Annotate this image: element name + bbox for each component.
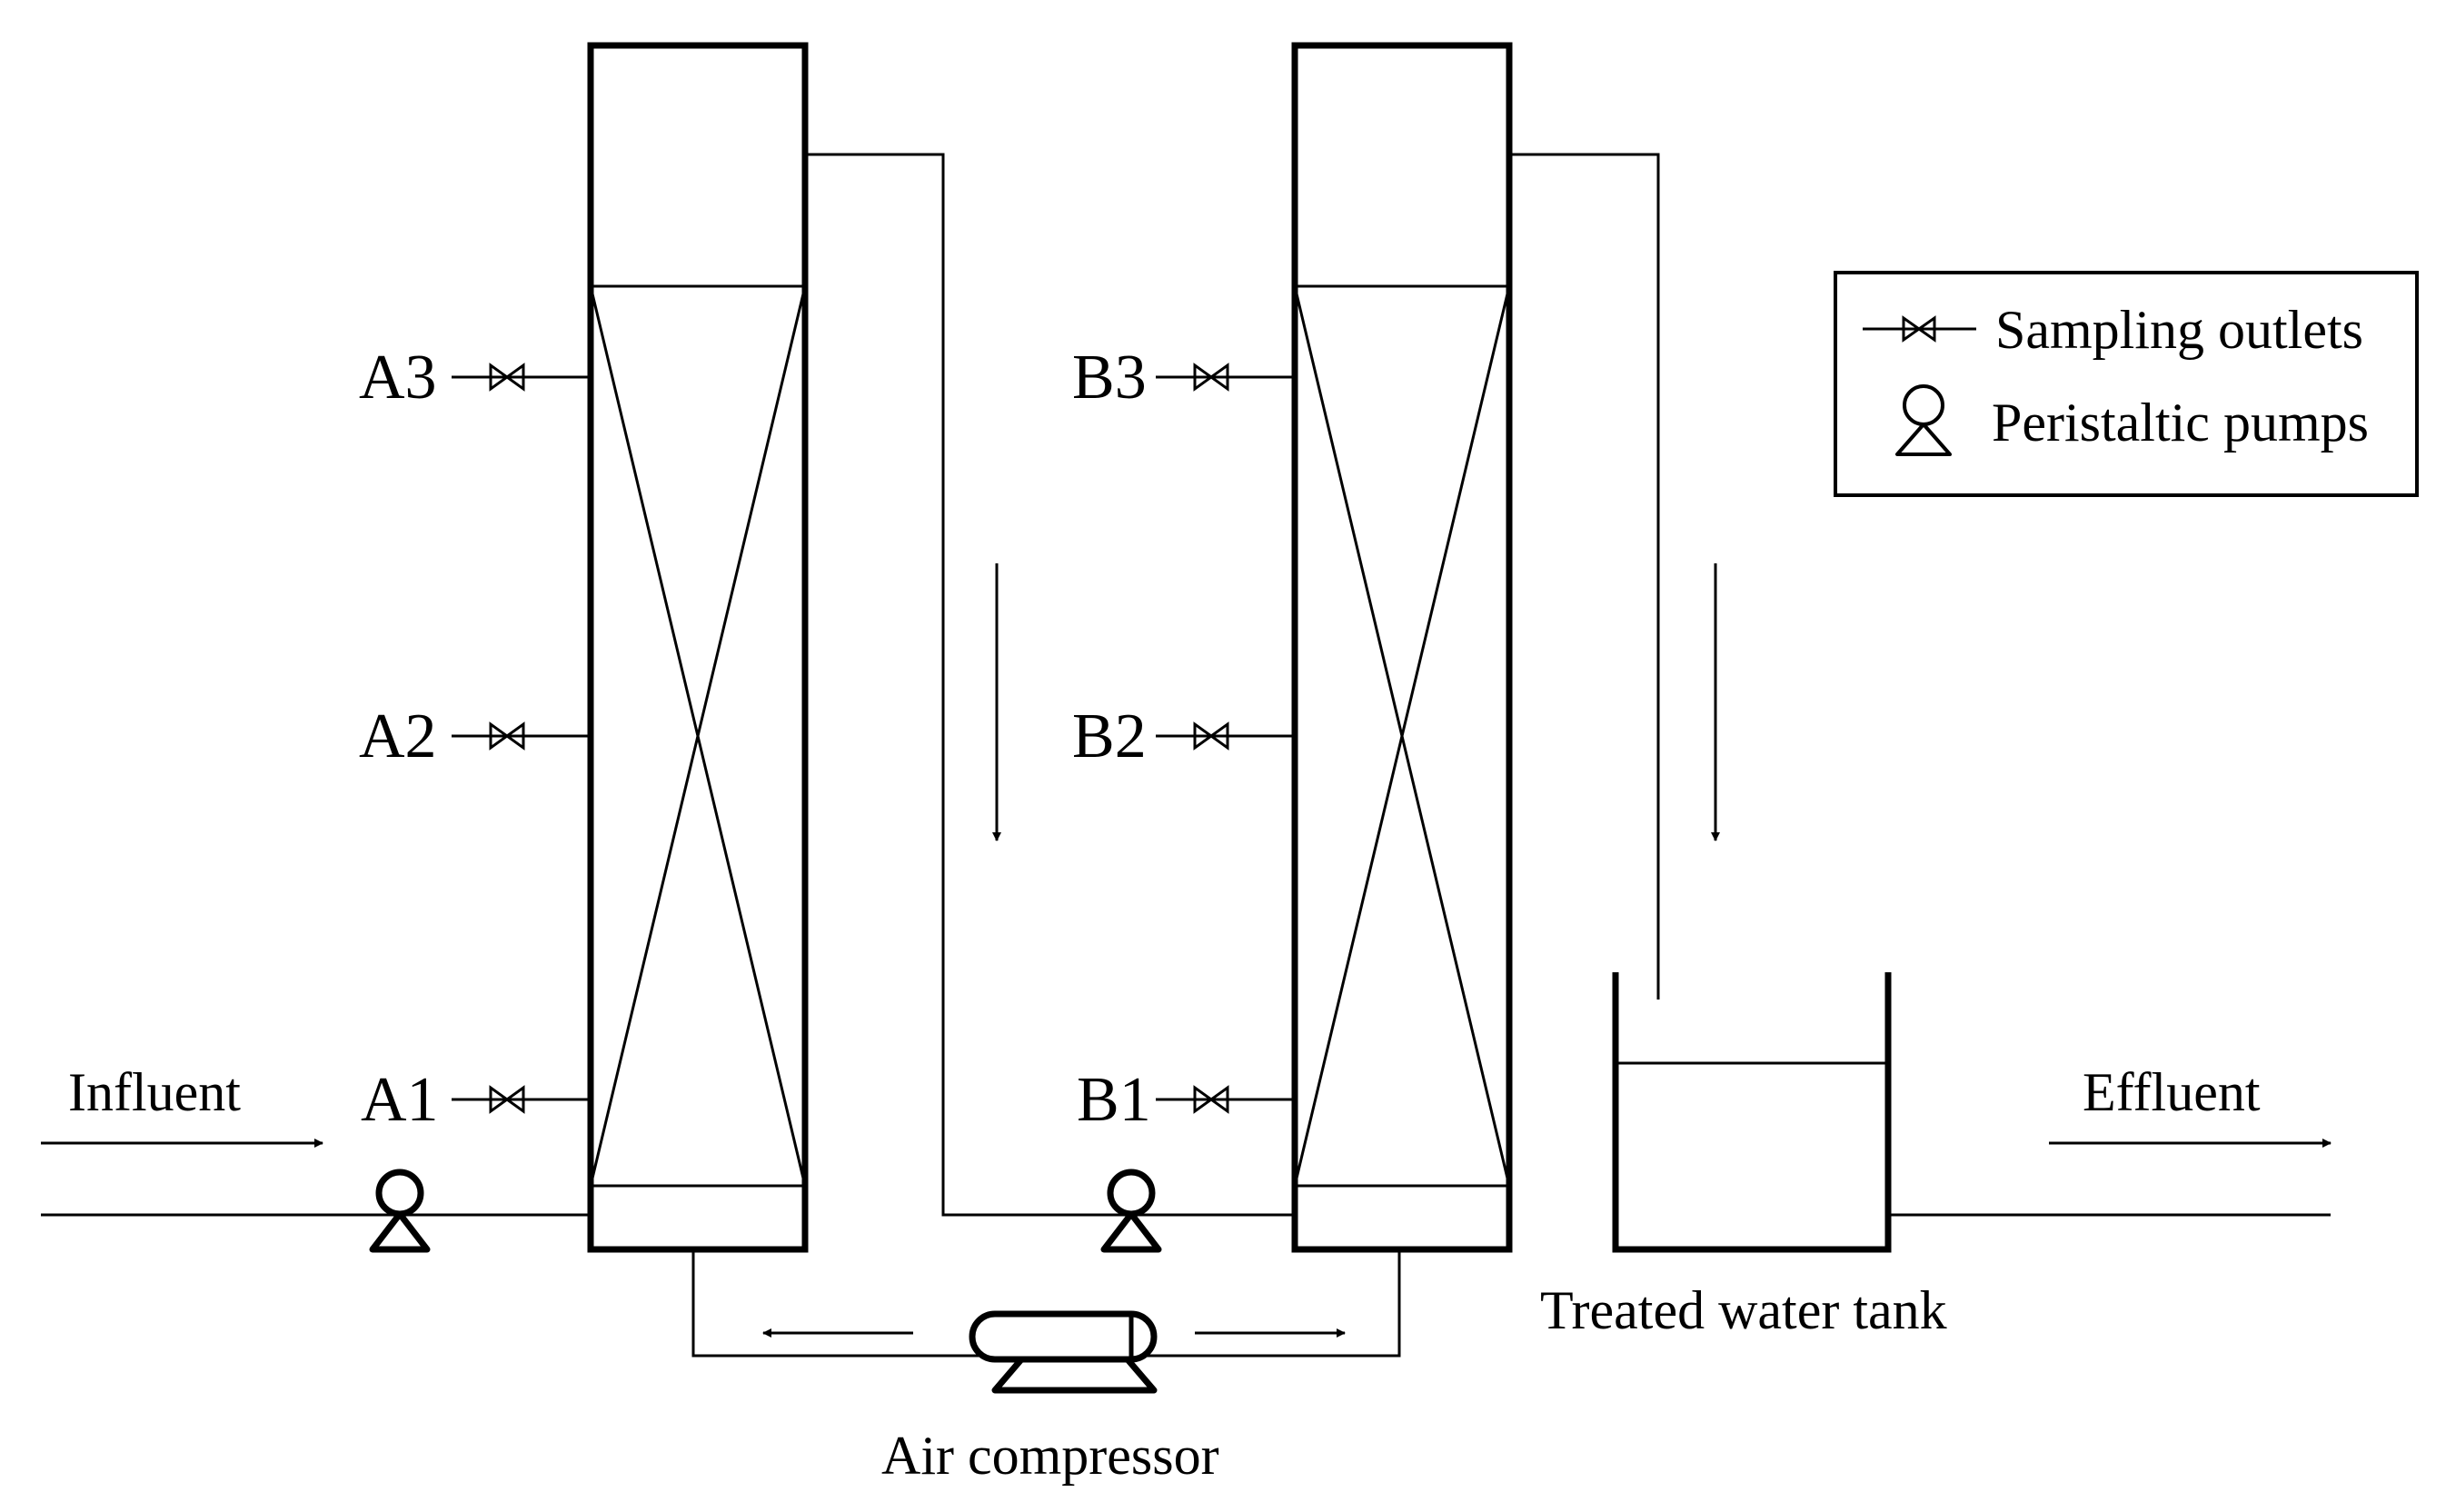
legend-valve-icon: [1863, 315, 1976, 343]
valve-icon: [1193, 363, 1229, 392]
sampling-outlet-b2: [1156, 721, 1295, 751]
label-b1: B1: [1077, 1065, 1151, 1135]
pump-icon: [1100, 1169, 1162, 1253]
flow-arrows: [41, 563, 2332, 1338]
legend-label-peristaltic-pumps: Peristaltic pumps: [1992, 393, 2369, 453]
label-treated-water-tank: Treated water tank: [1540, 1280, 1947, 1340]
label-a3: A3: [359, 343, 437, 413]
legend-pump-icon: [1895, 384, 1952, 456]
sampling-outlets-a: [452, 363, 591, 1114]
label-b2: B2: [1072, 701, 1147, 771]
labels: A3 A2 A1 B3 B2 B1 Influent Effluent Trea…: [68, 343, 2261, 1486]
reactor-a: [587, 42, 809, 1253]
compressor-icon: [969, 1310, 1158, 1394]
valve-icon: [1193, 721, 1229, 751]
legend: Sampling outlets Peristaltic pumps: [1834, 271, 2419, 497]
valve-icon: [489, 363, 525, 392]
sampling-outlet-b3: [1156, 363, 1295, 392]
label-influent: Influent: [68, 1062, 241, 1122]
valve-icon: [1193, 1085, 1229, 1114]
label-air-compressor: Air compressor: [881, 1426, 1219, 1486]
label-effluent: Effluent: [2083, 1062, 2261, 1122]
label-a2: A2: [359, 701, 437, 771]
legend-box: [1834, 271, 2419, 497]
sampling-outlet-a1: [452, 1085, 591, 1114]
valve-icon: [489, 1085, 525, 1114]
sampling-outlet-b1: [1156, 1085, 1295, 1114]
label-b3: B3: [1072, 343, 1147, 413]
sampling-outlets-b: [1156, 363, 1295, 1114]
pump-icon: [369, 1169, 431, 1253]
legend-label-sampling-outlets: Sampling outlets: [1995, 300, 2363, 360]
sampling-outlet-a3: [452, 363, 591, 392]
sampling-outlet-a2: [452, 721, 591, 751]
valve-icon: [489, 721, 525, 751]
reactor-b: [1291, 42, 1513, 1253]
label-a1: A1: [361, 1065, 439, 1135]
treated-water-tank: [1612, 972, 1892, 1253]
